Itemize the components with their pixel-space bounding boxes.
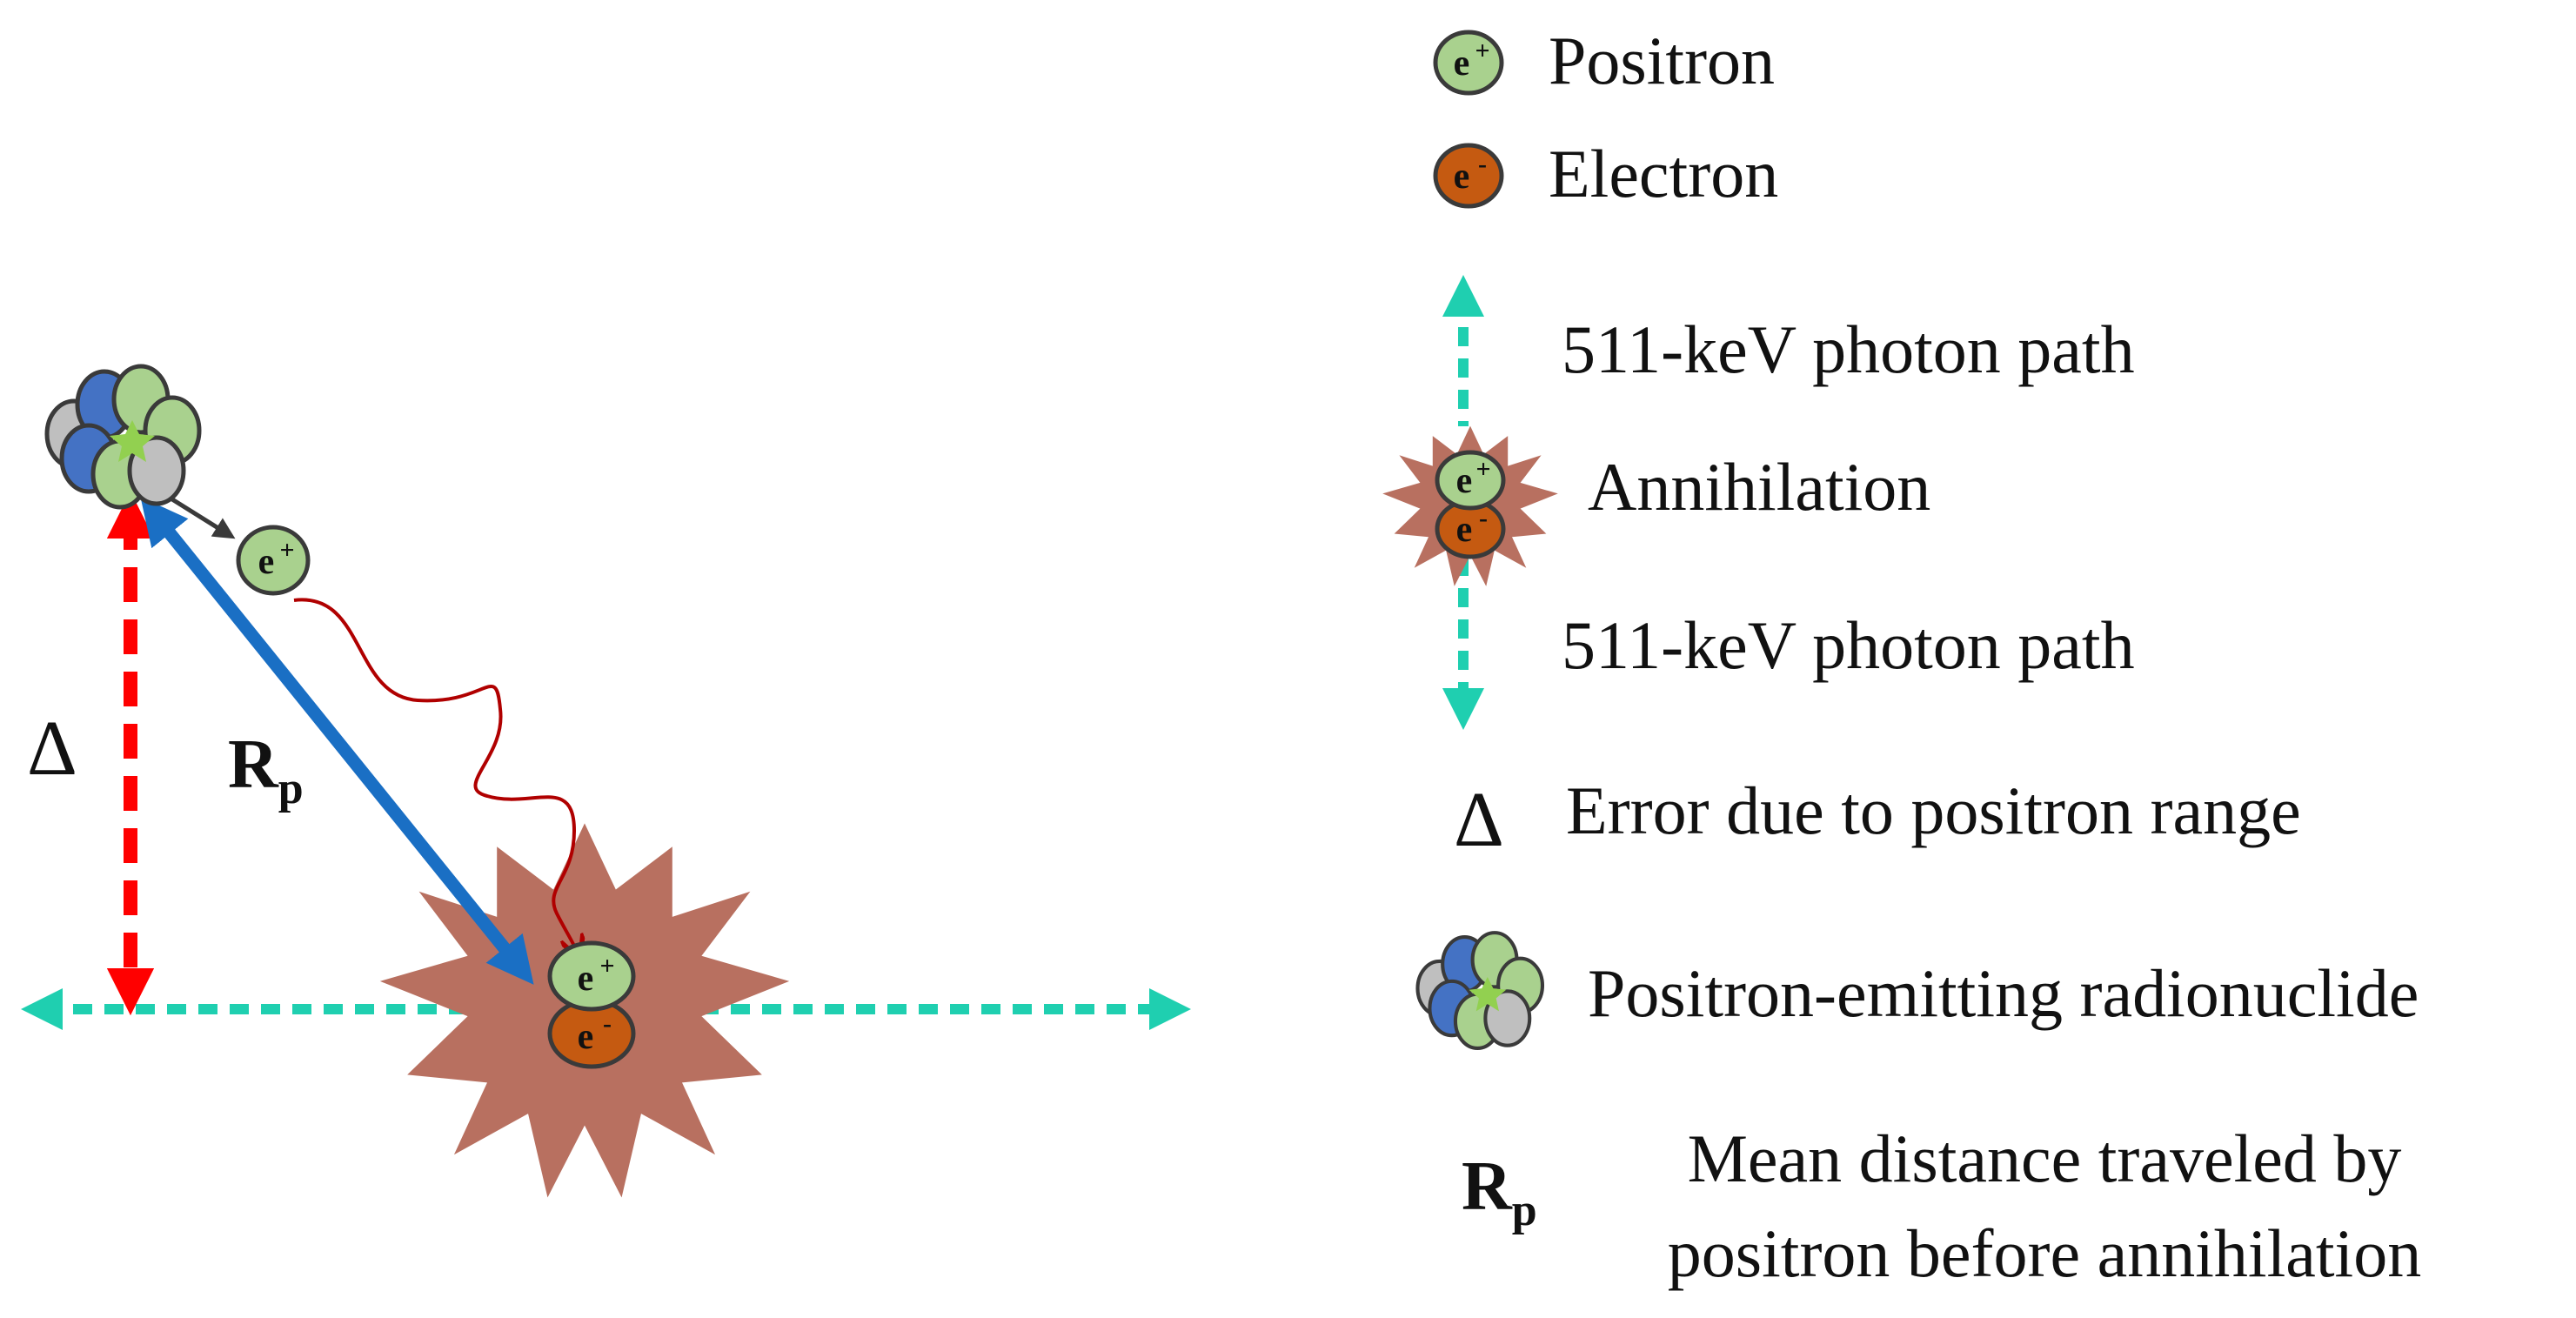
emitted-positron-letter: e	[258, 542, 275, 582]
legend-positron-icon: e +	[1433, 30, 1504, 96]
legend-positron-sign: +	[1475, 37, 1489, 65]
rp-arrow	[140, 497, 534, 985]
legend-annihilation-label: Annihilation	[1588, 449, 1930, 525]
legend-rp-main: R	[1462, 1148, 1513, 1225]
legend-photon-path-bottom-label: 511-keV photon path	[1562, 607, 2135, 683]
annihilation-pair: e - e +	[547, 940, 636, 1069]
legend-pair-positron-sign: +	[1475, 455, 1490, 484]
pair-positron-sign: +	[599, 952, 614, 980]
legend-photon-path-top-label: 511-keV photon path	[1562, 311, 2135, 387]
legend-radionuclide-label: Positron-emitting radionuclide	[1588, 955, 2419, 1031]
legend-rp-desc-line2: positron before annihilation	[1668, 1215, 2421, 1291]
legend-electron-sign: -	[1478, 150, 1487, 178]
legend-electron-icon: e -	[1433, 143, 1504, 209]
legend-electron-label: Electron	[1549, 136, 1778, 211]
emitted-positron-sign: +	[279, 536, 294, 565]
positron-wavy-path	[293, 598, 579, 955]
emission-arrow	[171, 497, 236, 539]
pair-positron-letter: e	[578, 959, 594, 999]
legend-radionuclide-icon	[1417, 933, 1542, 1048]
legend-pair-positron-letter: e	[1456, 461, 1473, 501]
pair-electron-sign: -	[603, 1009, 612, 1038]
legend-rp-symbol: Rp	[1462, 1148, 1537, 1235]
legend-electron-letter: e	[1454, 157, 1470, 197]
delta-label: Δ	[27, 706, 77, 792]
radionuclide-nucleus	[47, 366, 199, 507]
legend-rp-sub: p	[1512, 1186, 1537, 1235]
legend-positron-letter: e	[1454, 43, 1470, 84]
legend-delta-label: Error due to positron range	[1566, 773, 2301, 848]
legend-rp-desc-line1: Mean distance traveled by	[1688, 1121, 2402, 1196]
legend-delta-symbol: Δ	[1454, 777, 1504, 863]
rp-label-sub: p	[278, 764, 304, 813]
legend-annihilation-pair: e - e +	[1435, 450, 1506, 559]
rp-label-main: R	[228, 726, 279, 803]
rp-label: Rp	[228, 726, 304, 813]
pair-electron-letter: e	[578, 1017, 594, 1057]
legend-positron-label: Positron	[1549, 23, 1775, 98]
legend-pair-electron-sign: -	[1479, 504, 1488, 532]
emitted-positron: e +	[236, 525, 311, 596]
legend-pair-electron-letter: e	[1456, 510, 1473, 550]
